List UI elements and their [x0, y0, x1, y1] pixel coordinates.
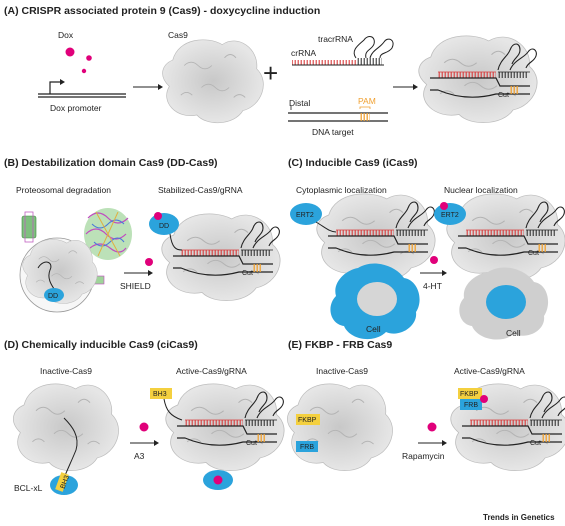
ert2-domain-icon	[290, 203, 322, 225]
footer-credit: Trends in Genetics	[483, 513, 555, 522]
nucleus-icon	[486, 285, 526, 319]
cas9-label: Cas9	[168, 30, 188, 40]
dox-promoter-label: Dox promoter	[50, 103, 102, 113]
cas9-complex-icon	[166, 384, 284, 471]
panel-d-title: (D) Chemically inducible Cas9 (ciCas9)	[4, 339, 198, 351]
fkbp-domain-icon	[458, 388, 482, 399]
proteasome-icon	[21, 211, 37, 243]
grna-icon	[292, 36, 394, 66]
arrowhead-icon	[154, 440, 159, 446]
dox-promoter-icon	[38, 79, 126, 98]
cell-label: Cell	[506, 328, 521, 338]
linker-icon	[37, 261, 57, 293]
cas9-complex-icon	[419, 36, 537, 123]
panel-b-left-caption: Proteosomal degradation	[16, 185, 111, 195]
fkbp-domain-icon	[296, 414, 320, 425]
arrowhead-icon	[442, 270, 447, 276]
ert2-label: ERT2	[296, 212, 314, 219]
bh3-label: BH3	[60, 475, 71, 490]
rapamycin-label: Rapamycin	[402, 451, 445, 461]
panel-e-left-caption: Inactive-Cas9	[316, 366, 368, 376]
dna-target-label: DNA target	[312, 127, 354, 137]
panel-e-right-caption: Active-Cas9/gRNA	[454, 366, 525, 376]
a3-molecule-icon	[213, 475, 223, 485]
4ht-molecule-icon	[440, 202, 448, 210]
ert2-label: ERT2	[441, 212, 459, 219]
4ht-label: 4-HT	[423, 281, 442, 291]
linker-icon	[315, 221, 337, 233]
cas9-protein-icon	[162, 39, 264, 124]
bh3-domain-icon	[150, 388, 172, 399]
proteasome-icon	[84, 208, 132, 260]
rapamycin-molecule-icon	[480, 395, 488, 403]
distal-label: Distal	[289, 98, 310, 108]
4ht-molecule-icon	[430, 256, 438, 264]
frb-label: FRB	[300, 444, 314, 451]
bh3-label: BH3	[153, 391, 167, 398]
shield-label: SHIELD	[120, 281, 151, 291]
rapamycin-molecule-icon	[427, 422, 437, 432]
panel-a-title: (A) CRISPR associated protein 9 (Cas9) -…	[4, 5, 320, 17]
cas9-protein-icon	[286, 383, 394, 472]
a3-label: A3	[134, 451, 145, 461]
linker-icon	[63, 417, 78, 479]
pam-label: PAM	[358, 96, 376, 106]
frb-domain-icon	[296, 441, 318, 452]
arrowhead-icon	[148, 270, 153, 276]
panel-b-right-caption: Stabilized-Cas9/gRNA	[158, 185, 243, 195]
panel-c-left-caption: Cytoplasmic localization	[296, 185, 387, 195]
cut-label: Cut	[242, 270, 253, 277]
tracrrna-label: tracrRNA	[318, 34, 353, 44]
dd-domain-icon	[44, 288, 64, 302]
bh3-domain-icon	[55, 472, 69, 492]
a3-molecule-icon	[139, 422, 149, 432]
panel-d-left-caption: Inactive-Cas9	[40, 366, 92, 376]
dd-label: DD	[48, 293, 58, 300]
nucleus-icon	[357, 282, 397, 316]
bclxl-label: BCL-xL	[14, 483, 43, 493]
frb-domain-icon	[460, 399, 482, 410]
linker-icon	[163, 398, 183, 421]
cut-label: Cut	[528, 250, 539, 257]
dox-molecule-icon	[86, 55, 92, 61]
dd-label: DD	[159, 223, 169, 230]
crrna-label: crRNA	[291, 48, 316, 58]
cut-label: Cut	[246, 440, 257, 447]
cas9-protein-icon	[12, 383, 120, 472]
shield-molecule-icon	[154, 212, 162, 220]
plus-icon: +	[263, 58, 278, 88]
panel-b-title: (B) Destabilization domain Cas9 (DD-Cas9…	[4, 157, 218, 169]
fkbp-label: FKBP	[460, 391, 479, 398]
panel-c-right-caption: Nuclear localization	[444, 185, 518, 195]
fkbp-label: FKBP	[298, 417, 317, 424]
arrowhead-icon	[158, 84, 163, 90]
arrowhead-icon	[413, 84, 418, 90]
dna-target-icon	[288, 106, 388, 122]
frb-label: FRB	[464, 402, 478, 409]
panel-e-title: (E) FKBP - FRB Cas9	[288, 339, 392, 351]
dox-molecule-icon	[81, 68, 87, 74]
cut-label: Cut	[530, 440, 541, 447]
dox-label: Dox	[58, 30, 74, 40]
cell-label: Cell	[366, 324, 381, 334]
arrowhead-icon	[442, 440, 447, 446]
panel-d-right-caption: Active-Cas9/gRNA	[176, 366, 247, 376]
linker-icon	[169, 233, 183, 251]
dox-molecule-icon	[65, 47, 75, 57]
shield-molecule-icon	[145, 258, 153, 266]
panel-c-title: (C) Inducible Cas9 (iCas9)	[288, 157, 418, 169]
cas9-complex-icon	[162, 214, 280, 301]
cut-label: Cut	[498, 92, 509, 99]
